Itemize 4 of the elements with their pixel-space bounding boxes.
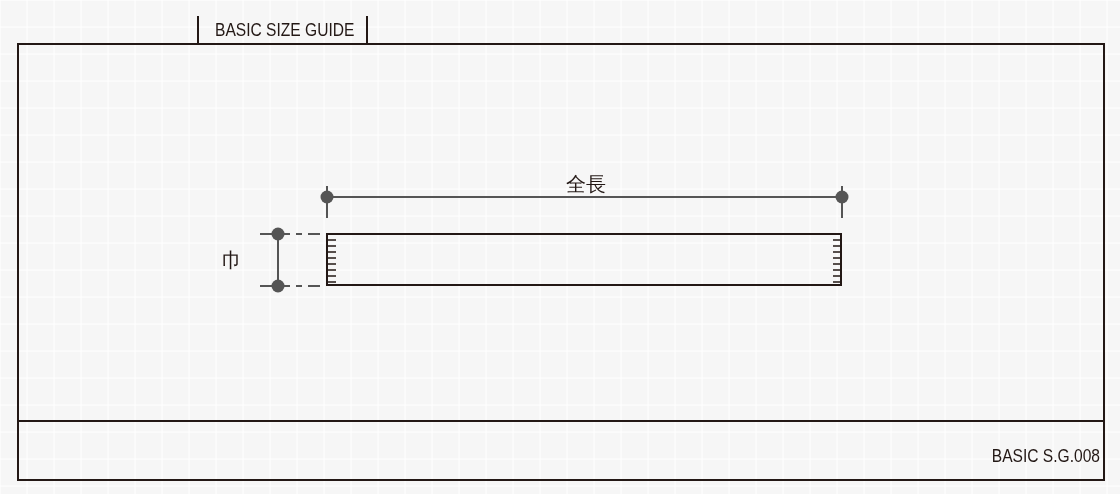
title-text: BASIC SIZE GUIDE: [215, 20, 355, 39]
dimension-label: 巾: [222, 250, 242, 270]
code-text: BASIC S.G.008: [991, 446, 1100, 465]
dimension-label: 全長: [566, 174, 606, 194]
